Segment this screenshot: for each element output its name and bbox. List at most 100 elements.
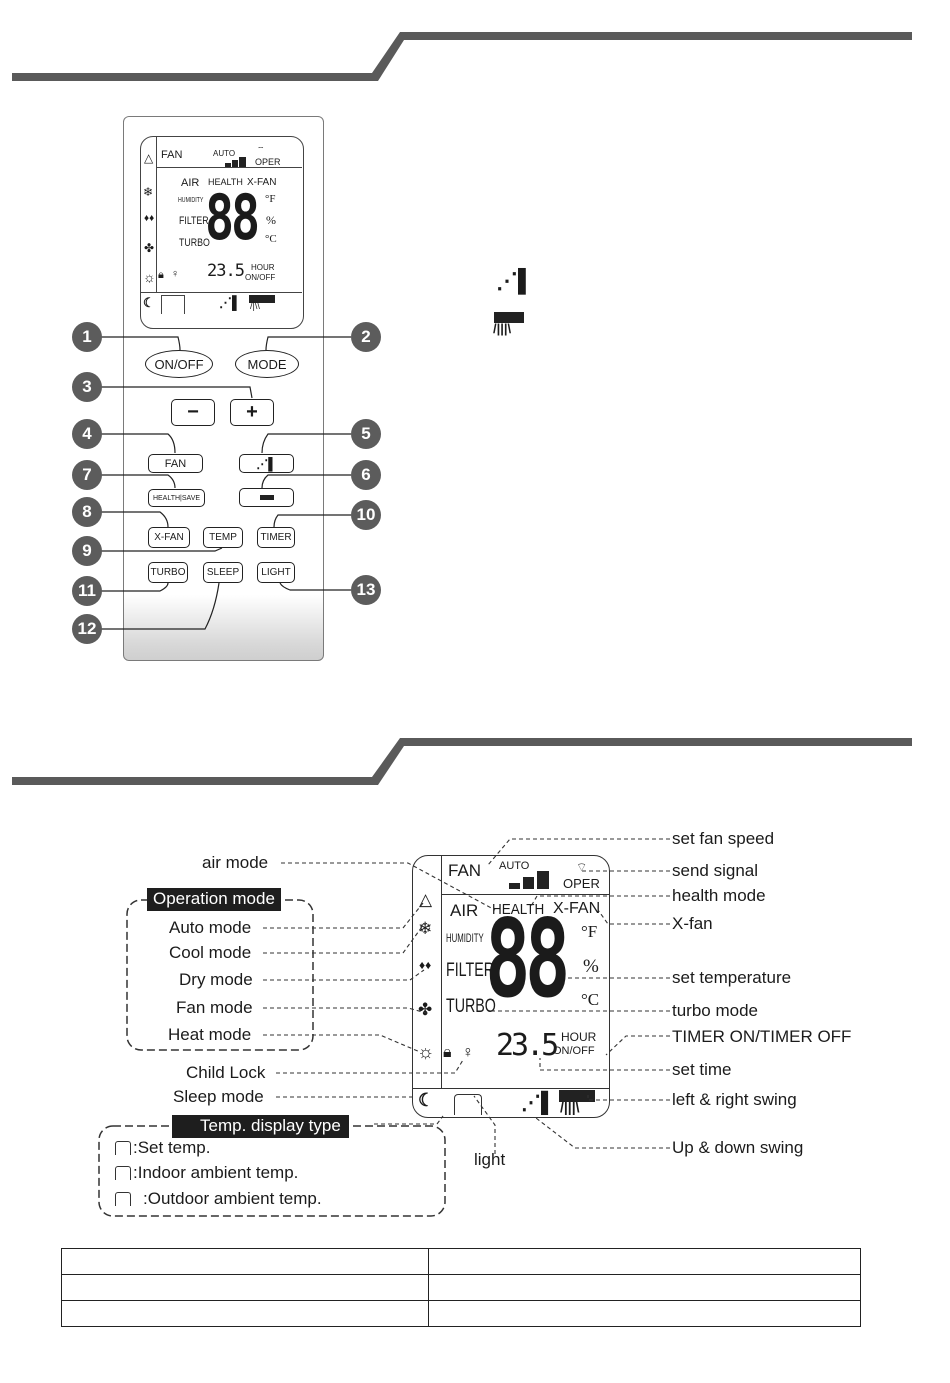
lcd-turbo-label: TURBO: [446, 996, 496, 1017]
turbo-mode-label: turbo mode: [672, 1001, 758, 1020]
callout-8: 8: [72, 497, 102, 527]
lcd-air-label: AIR: [450, 901, 479, 920]
lcd-hour-label: HOUR: [251, 263, 275, 272]
left-right-swing-label: left & right swing: [672, 1090, 797, 1109]
lcd-auto-label: AUTO: [213, 149, 236, 158]
dry-mode-icon: ♦♦: [419, 958, 432, 972]
lcd-percent: %: [583, 956, 599, 977]
sleep-button[interactable]: SLEEP: [203, 562, 243, 583]
callout-1: 1: [72, 322, 102, 352]
callout-5: 5: [351, 419, 381, 449]
sleep-mode-icon: ☾: [418, 1090, 435, 1110]
indoor-temp-label: :Indoor ambient temp.: [133, 1163, 299, 1182]
lcd-deg-c: °C: [581, 990, 600, 1009]
table-row: [61, 1274, 861, 1301]
timer-button[interactable]: TIMER: [257, 527, 295, 548]
table-row: [61, 1300, 861, 1327]
on-off-button[interactable]: ON/OFF: [145, 350, 213, 378]
light-button[interactable]: LIGHT: [257, 562, 295, 583]
lcd-oper-label: OPER: [563, 876, 600, 891]
fan-speed-bars: [509, 871, 551, 889]
lcd-deg-f: °F: [581, 922, 598, 941]
heat-mode-icon: ☼: [143, 269, 156, 285]
fan-mode-icon: ✤: [144, 241, 155, 255]
left-right-swing-icon-large: ⋰▌: [496, 268, 534, 293]
dry-mode-label: Dry mode: [179, 970, 253, 989]
callout-7: 7: [72, 460, 102, 490]
set-time-label: set time: [672, 1060, 732, 1079]
heat-mode-icon: ☼: [417, 1042, 435, 1063]
x-fan-label: X-fan: [672, 914, 713, 933]
callout-10: 10: [351, 500, 381, 530]
signal-icon: ⌔: [576, 860, 588, 874]
lcd-fan-label: FAN: [448, 861, 482, 880]
xfan-button[interactable]: X-FAN: [148, 527, 190, 548]
plus-button[interactable]: +: [230, 399, 274, 426]
callout-6: 6: [351, 460, 381, 490]
set-temp-house-icon: [115, 1141, 131, 1155]
set-temp-label: :Set temp.: [133, 1138, 211, 1157]
lcd-percent: %: [266, 213, 276, 227]
callout-11: 11: [72, 576, 102, 606]
lcd-health-label: HEALTH: [208, 177, 243, 187]
auto-mode-label: Auto mode: [169, 918, 252, 937]
up-down-swing-icon: [559, 1090, 595, 1102]
lcd-xfan-label: X-FAN: [553, 900, 601, 917]
lcd-onoff-label: ON/OFF: [553, 1045, 595, 1057]
send-signal-label: send signal: [672, 861, 759, 880]
empty-table: [61, 1248, 861, 1327]
dry-mode-icon: ♦♦: [144, 213, 155, 224]
callout-2: 2: [351, 322, 381, 352]
temp-display-type-heading: Temp. display type: [172, 1115, 349, 1138]
fan-speed-bars: [225, 157, 247, 167]
lcd-big-digits: 88: [485, 897, 570, 1022]
set-temperature-label: set temperature: [672, 968, 792, 987]
health-save-button[interactable]: HEALTH|SAVE: [148, 489, 205, 507]
lcd-big-digits: 88: [205, 181, 260, 254]
lcd-humidity-label: HUMIDITY: [446, 931, 484, 945]
callout-4: 4: [72, 419, 102, 449]
left-right-swing-icon: ⋰▌: [219, 295, 242, 310]
lcd-deg-c: °C: [265, 233, 277, 245]
lcd-small-digits: 23.5: [496, 1028, 559, 1063]
lock-icon: 🔒︎: [158, 269, 164, 281]
lock-icon: 🔒︎: [443, 1044, 452, 1061]
left-right-swing-button[interactable]: ⋰▌: [239, 454, 294, 473]
callout-9: 9: [72, 536, 102, 566]
lcd-filter-label: FILTER: [179, 215, 209, 227]
timer-on-off-label: TIMER ON/TIMER OFF: [672, 1027, 852, 1046]
up-down-swing-icon-large: [494, 312, 524, 323]
turbo-button[interactable]: TURBO: [148, 562, 188, 583]
lcd-turbo-label: TURBO: [179, 237, 210, 249]
fan-mode-label: Fan mode: [176, 998, 253, 1017]
set-fan-speed-label: set fan speed: [672, 829, 775, 848]
heat-mode-label: Heat mode: [168, 1025, 252, 1044]
minus-button[interactable]: −: [171, 399, 215, 426]
lcd-deg-f: °F: [265, 193, 276, 205]
callout-13: 13: [351, 575, 381, 605]
remote-lcd: △ ❄ ♦♦ ✤ ☼ ☾ FAN AUTO ⌔ OPER AIR HEALTH …: [140, 136, 304, 329]
light-label: light: [474, 1150, 506, 1169]
cool-mode-icon: ❄: [418, 919, 433, 938]
up-down-swing-label: Up & down swing: [672, 1138, 804, 1157]
light-bulb-icon: ♀: [171, 268, 180, 280]
lcd-oper-label: OPER: [255, 157, 281, 167]
outdoor-temp-label: :Outdoor ambient temp.: [143, 1189, 322, 1208]
temp-display-house-icon: [161, 295, 185, 314]
fan-mode-icon: ✤: [418, 1000, 433, 1019]
lcd-small-digits: 23.5: [207, 261, 245, 281]
callout-12: 12: [72, 614, 102, 644]
cool-mode-label: Cool mode: [169, 943, 252, 962]
auto-mode-icon: △: [144, 151, 154, 165]
lcd-diagram: △ ❄ ♦♦ ✤ ☼ ☾ FAN AUTO ⌔ OPER AIR HEALTH …: [412, 855, 610, 1118]
lcd-air-label: AIR: [181, 177, 200, 189]
mode-button[interactable]: MODE: [235, 350, 299, 378]
temp-button[interactable]: TEMP: [203, 527, 243, 548]
second-header-bar: [12, 738, 912, 785]
lcd-hour-label: HOUR: [561, 1030, 597, 1044]
health-mode-label: health mode: [672, 886, 766, 905]
up-down-swing-icon: [249, 295, 275, 303]
fan-button[interactable]: FAN: [148, 454, 203, 473]
cool-mode-icon: ❄: [143, 185, 154, 199]
up-down-swing-button[interactable]: [239, 488, 294, 507]
